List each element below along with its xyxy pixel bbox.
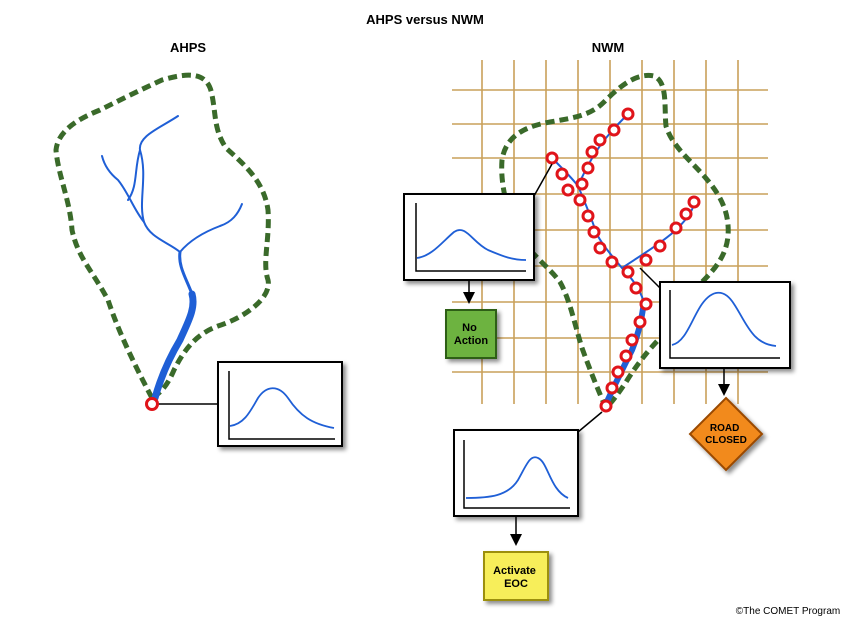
gauge-icon[interactable]: [669, 221, 683, 235]
road-closed-sign: [688, 396, 764, 472]
gauge-icon[interactable]: [611, 365, 625, 379]
gauge-icon[interactable]: [687, 195, 701, 209]
gauge-icon[interactable]: [555, 167, 569, 181]
no-action-label: No Action: [454, 322, 489, 347]
gauge-icon[interactable]: [625, 333, 639, 347]
ahps-hydrograph: [217, 361, 343, 447]
gauge-icon[interactable]: [605, 381, 619, 395]
copyright-notice: ©The COMET Program: [736, 606, 840, 617]
gauge-icon[interactable]: [605, 255, 619, 269]
no-action-hydrograph: [403, 193, 535, 281]
gauge-icon[interactable]: [561, 183, 575, 197]
hydrograph-chart-icon: [463, 440, 570, 509]
road-closed-label: ROAD CLOSED: [705, 423, 747, 446]
hydrograph-chart-icon: [415, 203, 527, 272]
gauge-icon[interactable]: [629, 281, 643, 295]
gauge-icon[interactable]: [585, 145, 599, 159]
ahps-hydrograph-icon: [228, 371, 335, 440]
decision-arrows: [463, 280, 730, 546]
gauge-icon[interactable]: [545, 151, 559, 165]
nwm-panel-title: NWM: [592, 40, 625, 55]
gauge-icon[interactable]: [633, 315, 647, 329]
activate-eoc-label: Activate EOC: [493, 565, 539, 590]
diagram-title: AHPS versus NWM: [366, 12, 484, 27]
gauge-icon[interactable]: [599, 399, 613, 413]
gauge-icon[interactable]: [621, 265, 635, 279]
hydrograph-chart-icon: [669, 290, 780, 359]
road-closed-hydrograph: [659, 281, 791, 369]
nwm-forecast-points: [545, 107, 701, 413]
gauge-icon[interactable]: [581, 209, 595, 223]
gauge-icon[interactable]: [593, 133, 607, 147]
gauge-icon[interactable]: [575, 177, 589, 191]
ahps-basin-outline: [53, 72, 271, 402]
gauge-icon[interactable]: [587, 225, 601, 239]
gauge-icon[interactable]: [573, 193, 587, 207]
gauge-icon[interactable]: [639, 297, 653, 311]
gauge-icon[interactable]: [639, 253, 653, 267]
gauge-icon[interactable]: [653, 239, 667, 253]
gauge-icon[interactable]: [619, 349, 633, 363]
ahps-river-network: [101, 115, 243, 402]
ahps-gauge-icon[interactable]: [145, 397, 159, 411]
gauge-icon[interactable]: [679, 207, 693, 221]
no-action-box: [445, 309, 497, 359]
gauge-icon[interactable]: [607, 123, 621, 137]
gauge-icon[interactable]: [581, 161, 595, 175]
activate-eoc-box: [483, 551, 549, 601]
activate-eoc-hydrograph: [453, 429, 579, 517]
gauge-icon[interactable]: [593, 241, 607, 255]
gauge-icon[interactable]: [621, 107, 635, 121]
nwm-leader-lines: [533, 163, 663, 433]
ahps-panel-title: AHPS: [170, 40, 206, 55]
